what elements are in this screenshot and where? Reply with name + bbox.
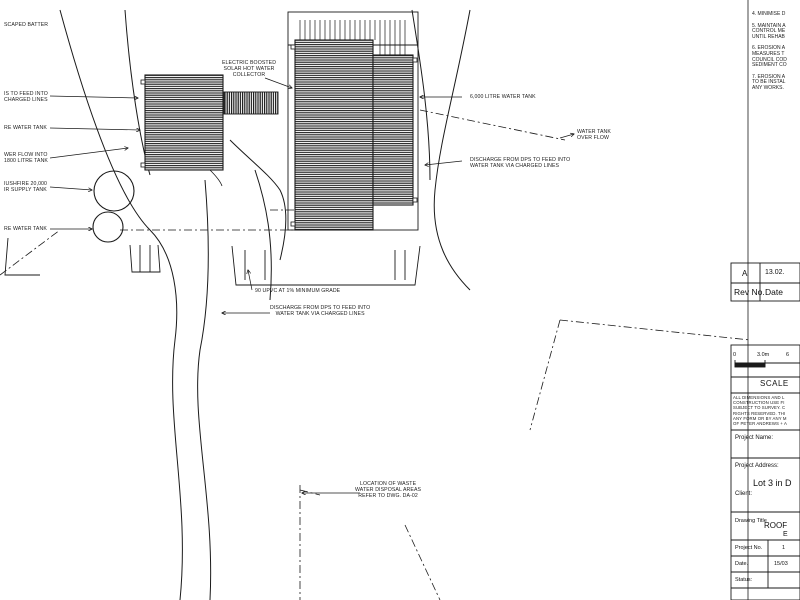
label-water-tank-bottom-left: RE WATER TANK bbox=[4, 226, 47, 232]
house-main-wing bbox=[372, 54, 414, 206]
label-discharge-bottom: DISCHARGE FROM DPS TO FEED INTO WATER TA… bbox=[270, 305, 371, 317]
water-tanks bbox=[92, 170, 135, 243]
label-upvc-grade: 90 UPVC AT 1% MINIMUM GRADE bbox=[255, 288, 341, 294]
revision-letter: A bbox=[742, 269, 748, 278]
boundary-dashed-lines bbox=[0, 109, 751, 600]
house-left-roof bbox=[144, 74, 224, 171]
drawing-title-label: Drawing Title bbox=[735, 518, 767, 524]
project-name-label: Project Name: bbox=[735, 435, 774, 441]
date-label: Date. bbox=[735, 561, 749, 567]
client-label: Client: bbox=[735, 491, 753, 497]
house-main-roof bbox=[294, 39, 374, 231]
door-arc bbox=[209, 169, 223, 187]
note-5: 5. MAINTAIN A CONTROL ME UNTIL REHAB bbox=[752, 22, 786, 40]
deck-battens bbox=[299, 20, 406, 55]
project-no-value: 1 bbox=[782, 545, 786, 551]
label-discharge-right: DISCHARGE FROM DPS TO FEED INTO WATER TA… bbox=[470, 157, 571, 169]
drawing-title-sub: E bbox=[783, 531, 788, 538]
downpipe-markers bbox=[140, 44, 418, 227]
note-7: 7. EROSION A TO BE INSTAL ANY WORKS. bbox=[752, 73, 786, 91]
label-solar-hot-water: ELECTRIC BOOSTED SOLAR HOT WATER COLLECT… bbox=[222, 60, 277, 78]
revision-date: 13.02. bbox=[765, 269, 785, 276]
revision-header-date: Date bbox=[765, 287, 783, 297]
revision-header-rev: Rev No. bbox=[734, 287, 765, 297]
scale-title: SCALE bbox=[760, 379, 789, 388]
note-4: 4. MINIMISE D bbox=[752, 11, 786, 17]
label-tank-overflow: WATER TANK OVER FLOW bbox=[577, 129, 611, 141]
label-water-tank-left: RE WATER TANK bbox=[4, 125, 47, 131]
label-supply-tank: IUSHFIRE 20,000 IR SUPPLY TANK bbox=[4, 181, 48, 193]
scale-start: 0 bbox=[733, 352, 737, 358]
driveway-lines bbox=[59, 9, 471, 600]
label-landscaped-batter: SCAPED BATTER bbox=[4, 22, 49, 28]
lot-description: Lot 3 in D bbox=[753, 478, 792, 488]
scale-end: 6 bbox=[786, 352, 790, 358]
note-6: 6. EROSION A MEASURES T COUNCIL COD SEDI… bbox=[752, 45, 787, 69]
scale-mid: 3.0m bbox=[757, 352, 770, 358]
project-no-label: Project No. bbox=[735, 545, 763, 551]
label-overflow-left: WER FLOW INTO 1800 LITRE TANK bbox=[4, 152, 48, 164]
leader-arrows bbox=[49, 77, 574, 493]
date-value: 15/03 bbox=[774, 561, 788, 567]
label-feed-charged-lines: IS TO FEED INTO CHARGED LINES bbox=[4, 91, 48, 103]
label-litre-tank-right: 6,000 LITRE WATER TANK bbox=[470, 94, 536, 100]
status-label: Status: bbox=[735, 577, 753, 583]
construction-notes: 4. MINIMISE D 5. MAINTAIN A CONTROL ME U… bbox=[752, 11, 800, 98]
project-address-label: Project Address: bbox=[735, 463, 779, 469]
drawing-title-value: ROOF bbox=[764, 521, 788, 530]
revision-table bbox=[730, 262, 800, 302]
link-roof bbox=[223, 91, 279, 115]
parking-bays bbox=[4, 237, 406, 280]
label-waste-water: LOCATION OF WASTE WATER DISPOSAL AREAS R… bbox=[355, 481, 422, 499]
disclaimer-text: ALL DIMENSIONS AND L CONSTRUCTION USE FI… bbox=[733, 395, 787, 427]
title-block-frame bbox=[730, 392, 800, 600]
